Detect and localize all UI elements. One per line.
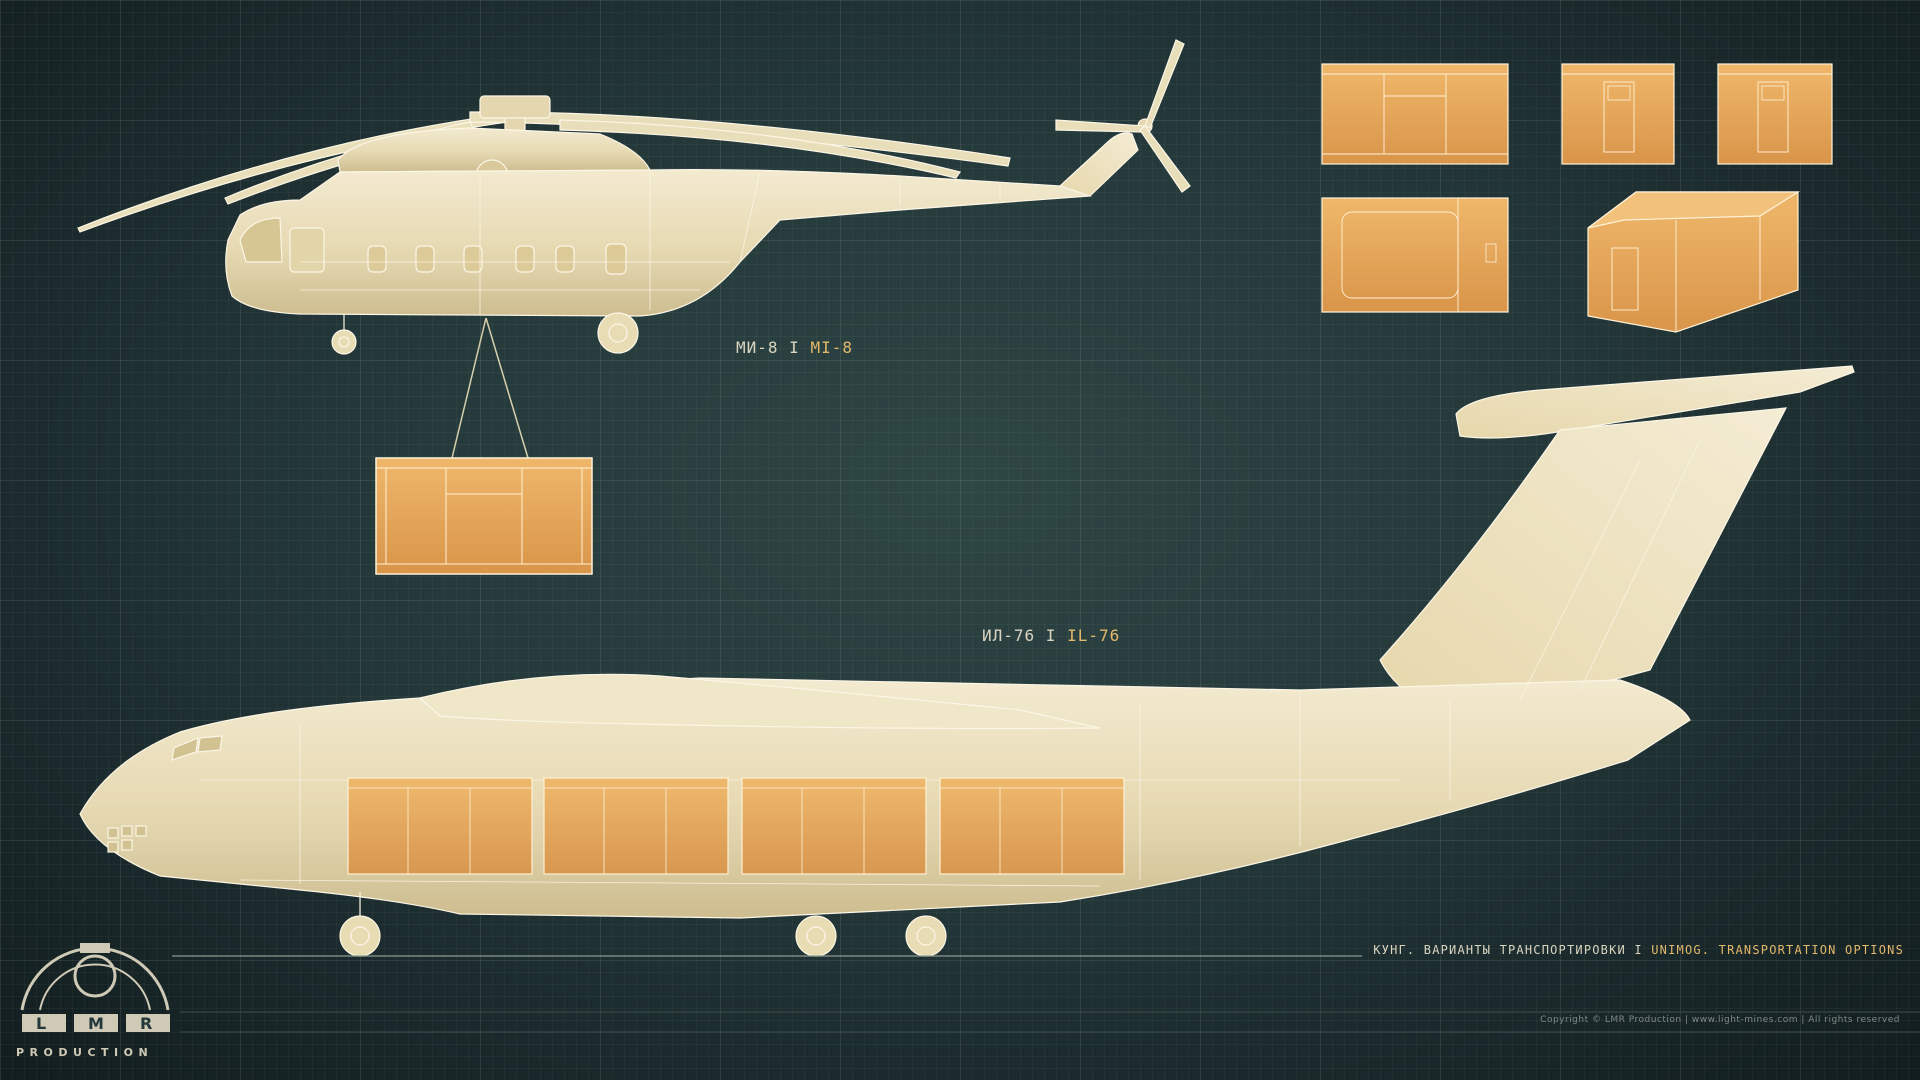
footer-title-separator: I	[1625, 943, 1652, 957]
il76-cockpit-windows	[107, 735, 223, 853]
mi8-engine-cowling	[337, 127, 651, 173]
lmr-logo-letters: L M R	[36, 1014, 152, 1033]
lmr-logo-icon	[20, 943, 170, 1032]
mi8-label: МИ-8 I MI-8	[736, 338, 853, 357]
il76-label-en: IL-76	[1067, 626, 1121, 645]
logo-production-text: PRODUCTION	[16, 1046, 154, 1059]
mi8-cockpit-glass	[239, 217, 283, 263]
logo-letter-m: M	[88, 1014, 104, 1033]
mi8-rotor-hub	[479, 95, 551, 119]
container-perspective-view	[1587, 191, 1801, 333]
cargo-container	[543, 777, 729, 875]
cargo-container	[741, 777, 927, 875]
footer-title-ru: КУНГ. ВАРИАНТЫ ТРАНСПОРТИРОВКИ	[1373, 943, 1626, 957]
cargo-container	[347, 777, 533, 875]
footer-title: КУНГ. ВАРИАНТЫ ТРАНСПОРТИРОВКИ I UNIMOG.…	[1373, 943, 1904, 957]
il76-wing	[418, 673, 1101, 730]
mi8-label-en: MI-8	[810, 338, 853, 357]
mi8-fuselage	[225, 169, 1092, 317]
mi8-tail-rotor	[1055, 39, 1191, 193]
il76-vertical-tail	[1379, 407, 1788, 721]
il76-cargo-containers	[347, 777, 1125, 875]
slung-container	[375, 457, 593, 575]
container-side-view	[1321, 63, 1509, 165]
mi8-label-ru: МИ-8	[736, 338, 779, 357]
sling-cables	[451, 317, 529, 459]
il76-label: ИЛ-76 I IL-76	[982, 626, 1120, 645]
logo-letter-l: L	[36, 1014, 46, 1033]
container-top-view	[1321, 197, 1509, 313]
mi8-helicopter	[77, 39, 1191, 355]
il76-landing-gear	[339, 892, 947, 957]
container-end-view-front	[1717, 63, 1833, 165]
mi8-rotor-blade	[559, 119, 961, 179]
mi8-cabin-windows	[367, 243, 627, 275]
mi8-landing-gear	[331, 312, 639, 355]
mi8-label-separator: I	[778, 338, 811, 357]
il76-label-separator: I	[1035, 626, 1068, 645]
container-views	[1321, 63, 1833, 333]
container-end-view-rear	[1561, 63, 1675, 165]
footer-title-en: UNIMOG. TRANSPORTATION OPTIONS	[1651, 943, 1904, 957]
mi8-tail-fin	[1058, 132, 1139, 197]
il76-horizontal-stabilizer	[1455, 365, 1855, 439]
copyright-text: Copyright © LMR Production | www.light-m…	[1540, 1015, 1900, 1025]
il76-label-ru: ИЛ-76	[982, 626, 1036, 645]
logo-letter-r: R	[140, 1014, 152, 1033]
cargo-container	[939, 777, 1125, 875]
